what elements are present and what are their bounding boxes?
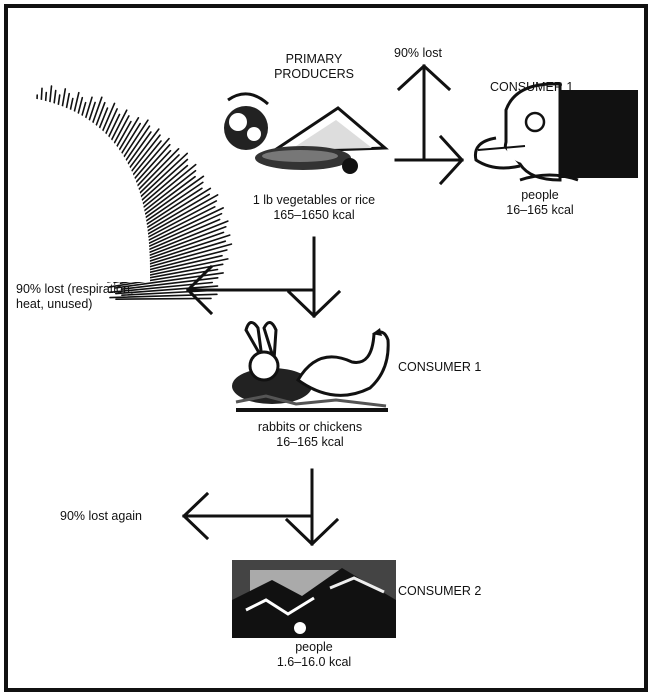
rabbit-chicken-illustration [232, 321, 390, 412]
consumer-top-caption-line2: 16–165 kcal [506, 203, 574, 217]
consumer-bottom-caption-line1: people [295, 640, 333, 654]
person-eating-illustration [473, 82, 638, 182]
primary-producers-title-line1: PRIMARY [285, 52, 343, 66]
arrowhead-consumer-bottom [284, 517, 340, 547]
consumer-middle-title: CONSUMER 1 [398, 360, 482, 374]
loss-middle-line2: heat, unused) [16, 297, 93, 311]
arrowhead-consumer-middle [286, 289, 342, 319]
primary-producers-title: PRIMARY PRODUCERS [256, 52, 372, 82]
loss-lower-label: 90% lost again [60, 509, 143, 523]
sun-ray [115, 285, 219, 295]
consumer-middle-caption-line1: rabbits or chickens [257, 420, 363, 434]
primary-producers-caption-line1: 1 lb vegetables or rice [252, 193, 376, 207]
consumer-middle-caption-line2: 16–165 kcal [276, 435, 344, 449]
arrowhead-loss-middle [185, 264, 214, 316]
primary-producers-caption-line2: 165–1650 kcal [273, 208, 355, 222]
loss-up-label: 90% lost [394, 46, 442, 60]
sun-ray [120, 276, 219, 291]
consumer-top-title: CONSUMER 1 [490, 80, 574, 94]
arrows [181, 63, 465, 547]
consumer-middle-caption: rabbits or chickens 16–165 kcal [222, 420, 398, 450]
sun-core [18, 96, 150, 282]
primary-producers-caption: 1 lb vegetables or rice 165–1650 kcal [226, 193, 402, 223]
arrowhead-loss-lower [181, 491, 210, 541]
consumer-bottom-caption: people 1.6–16.0 kcal [232, 640, 396, 670]
consumer-bottom-caption-line2: 1.6–16.0 kcal [276, 655, 352, 669]
consumer-top-caption-line1: people [521, 188, 559, 202]
primary-producers-title-line2: PRODUCERS [274, 67, 354, 81]
sun-ray [114, 272, 224, 289]
sun-ray [109, 293, 218, 299]
arrowhead-consumer-top [438, 134, 465, 186]
loss-middle-line1: 90% lost (respiration, [16, 282, 134, 296]
people-scene-illustration [232, 560, 396, 638]
arrowhead-loss-up [396, 63, 452, 92]
sun-illustration [18, 85, 233, 301]
consumer-top-caption: people 16–165 kcal [470, 188, 610, 218]
vegetables-illustration [224, 92, 389, 174]
loss-middle-label: 90% lost (respiration, heat, unused) [16, 282, 133, 312]
consumer-bottom-title: CONSUMER 2 [398, 584, 482, 598]
sun-ray [108, 268, 219, 288]
